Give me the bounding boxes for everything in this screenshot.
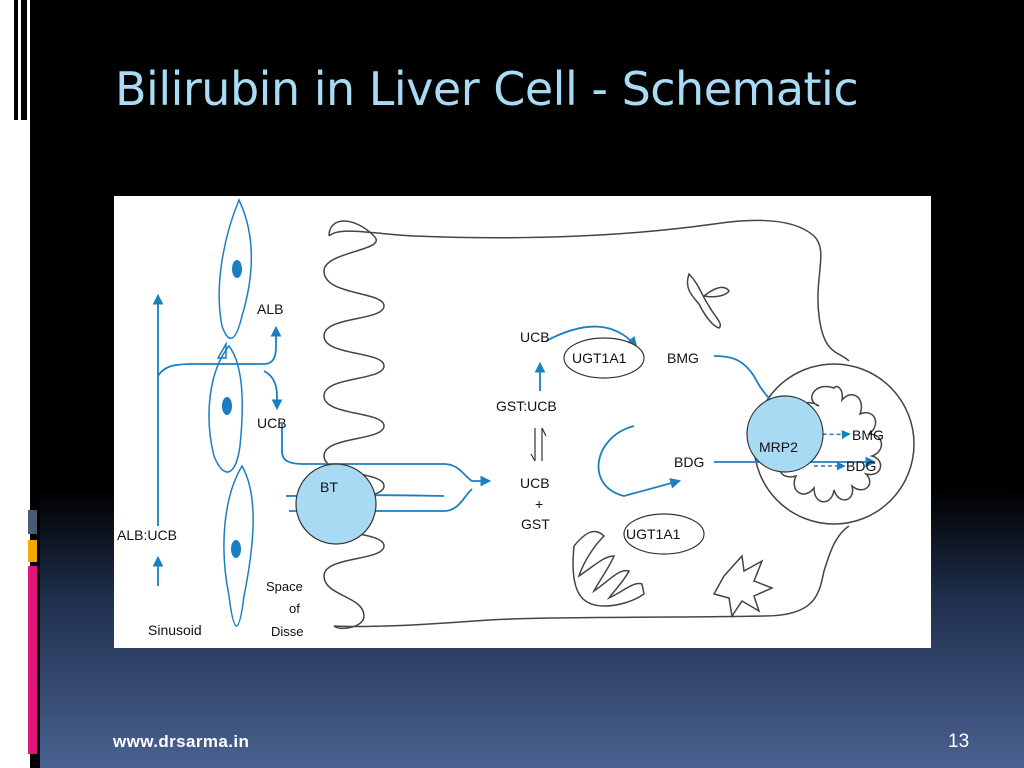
label-bmg-canal: BMG [852,427,884,443]
label-alb: ALB [257,301,283,317]
label-ucb-left: UCB [257,415,287,431]
equilibrium-arrows [530,427,547,462]
slide-number: 13 [948,731,970,752]
mrp2-transporter [746,395,824,473]
cell-nuclei [222,260,242,558]
gray-accent-bar [28,510,37,534]
label-bt: BT [320,479,338,495]
liver-cell-diagram: ALB UCB ALB:UCB Sinusoid Space of Disse … [114,196,931,648]
label-bdg-mid: BDG [674,454,704,470]
label-bdg-canal: BDG [846,458,876,474]
sinusoid-flow-arrows [152,293,283,586]
label-disse: Disse [271,624,304,639]
bt-transporter [295,463,377,545]
microvilli-membrane [323,220,385,629]
label-bmg-mid: BMG [667,350,699,366]
decorative-bars [0,0,40,768]
label-of: of [289,601,300,616]
label-ugt1a1-bottom: UGT1A1 [626,526,681,542]
ugt1a1-top-ellipse [563,337,645,379]
organelles [572,272,774,618]
slide-title: Bilirubin in Liver Cell - Schematic [115,62,859,116]
ugt1a1-bottom-ellipse [623,513,705,555]
label-sinusoid: Sinusoid [148,622,202,638]
hepatocyte-outline [328,219,850,628]
label-alb-ucb: ALB:UCB [117,527,177,543]
label-ucb-mid: UCB [520,475,550,491]
label-ugt1a1-top: UGT1A1 [572,350,627,366]
label-gst: GST [521,516,550,532]
thin-black-bar-2 [14,0,18,120]
orange-accent-bar [28,540,37,562]
black-vertical-bar [30,0,40,768]
label-plus: + [535,496,543,512]
thin-black-bar-1 [21,0,27,120]
endothelial-cells [208,198,254,627]
footer-website: www.drsarma.in [113,732,250,751]
label-ucb-top: UCB [520,329,550,345]
label-mrp2: MRP2 [759,439,798,455]
label-gst-ucb: GST:UCB [496,398,557,414]
magenta-accent-bar [28,566,37,754]
label-space: Space [266,579,303,594]
